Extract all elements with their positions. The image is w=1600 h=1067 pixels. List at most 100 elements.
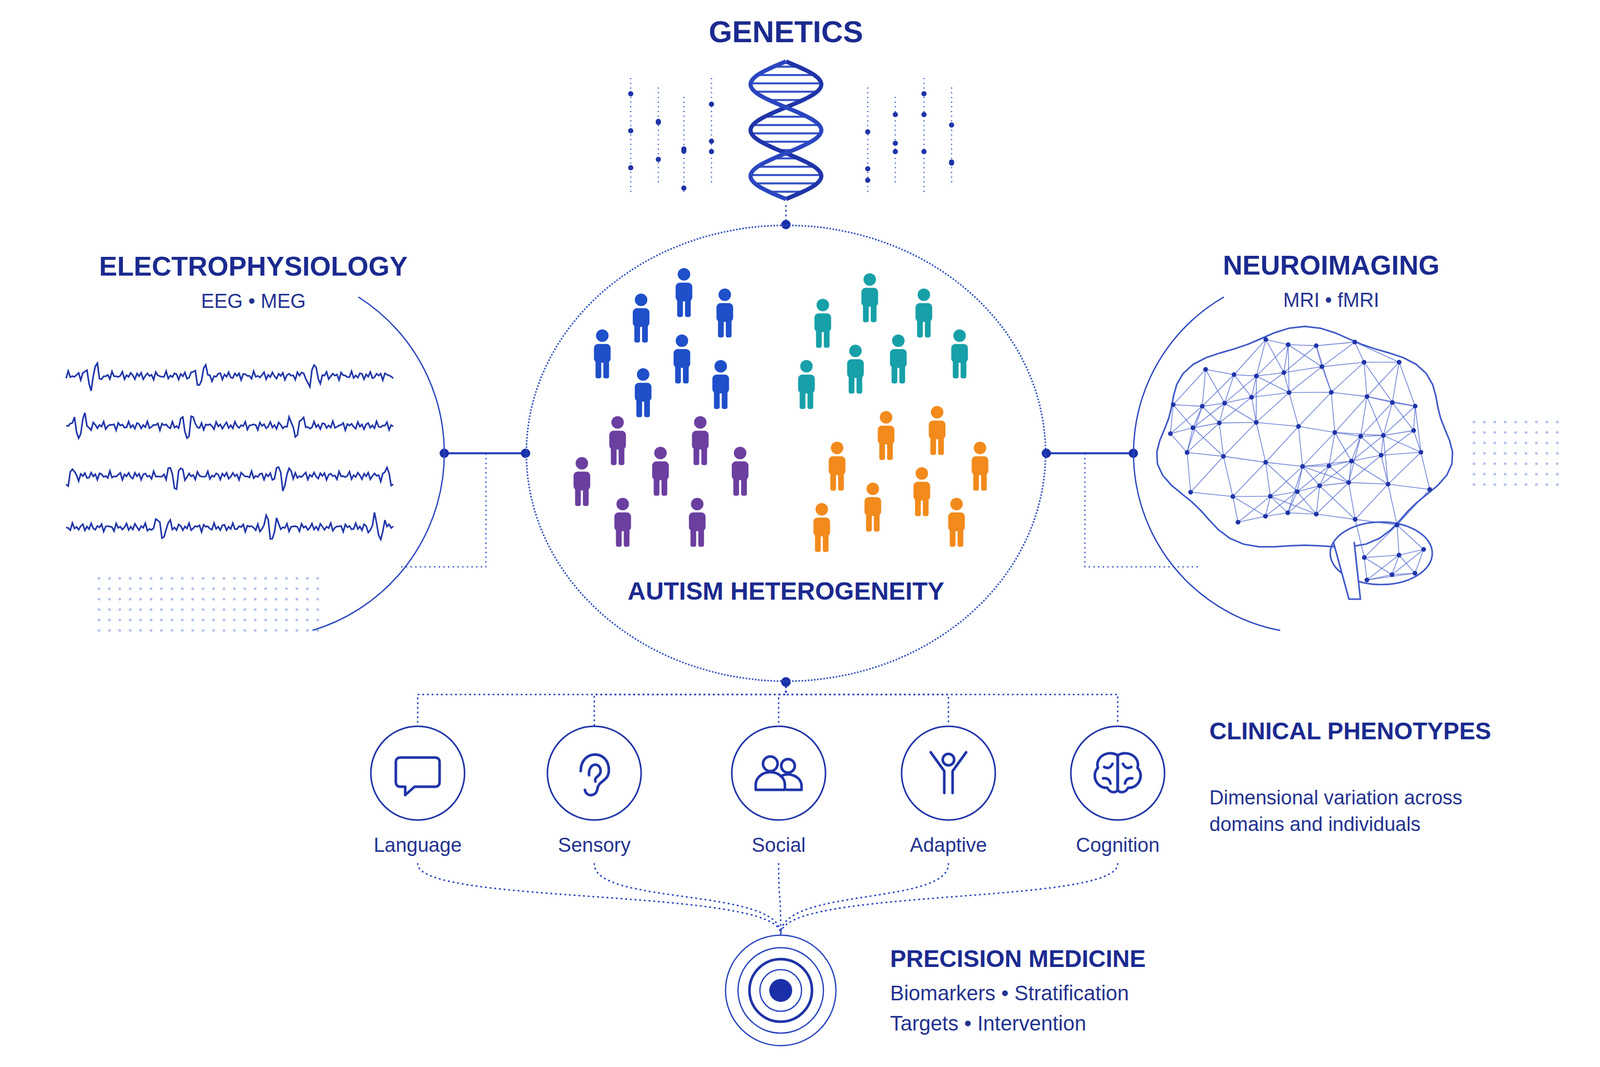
person-leg	[870, 301, 877, 322]
mesh-edge	[1316, 482, 1349, 515]
data-dot	[708, 101, 715, 107]
dna-rung	[751, 132, 821, 135]
connector	[785, 681, 949, 725]
mesh-node	[1285, 342, 1291, 347]
data-dot	[681, 146, 687, 152]
mesh-edge	[1392, 402, 1416, 407]
person-head	[879, 410, 893, 424]
mesh-node	[1200, 403, 1205, 409]
person-head	[675, 334, 689, 347]
person-leg	[693, 444, 700, 466]
mesh-edge	[1283, 372, 1290, 393]
mesh-edge	[1256, 392, 1290, 423]
node-heading: Language	[350, 725, 486, 858]
data-dot	[628, 91, 634, 97]
leader-line	[1084, 453, 1198, 567]
phenotype-icons	[395, 752, 1141, 795]
mesh-edge	[1190, 492, 1233, 497]
mesh-node	[1170, 402, 1176, 407]
person-head	[892, 334, 905, 347]
phenotype-circle: Language	[350, 725, 486, 862]
icon-circle	[547, 726, 642, 820]
icon-circle	[900, 725, 997, 821]
person-leg	[682, 362, 689, 384]
phenotype-circle: Social	[710, 725, 847, 862]
mesh-edge	[1388, 483, 1430, 490]
node-heading: Social	[710, 725, 847, 858]
mesh-edge	[1173, 369, 1206, 405]
person-leg	[856, 372, 862, 394]
mesh-node	[1427, 486, 1433, 492]
mesh-edge	[1170, 433, 1187, 453]
mesh-edge	[1355, 519, 1365, 558]
mesh-edge	[1364, 554, 1399, 558]
dna-helix	[628, 61, 955, 199]
mesh-node	[1263, 459, 1269, 465]
data-dot	[948, 159, 955, 165]
connector	[778, 863, 781, 934]
mesh-node	[1168, 431, 1173, 436]
node-subtext: EEG • MEG	[62, 282, 445, 314]
mesh-node	[1286, 390, 1292, 395]
node-heading: AUTISM HETEROGENEITY	[527, 226, 1045, 607]
mesh-node	[1411, 428, 1417, 433]
mesh-node	[1317, 483, 1322, 489]
connector	[594, 863, 781, 934]
mesh-node	[1378, 452, 1384, 458]
mesh-edge	[1302, 432, 1335, 467]
leader-line	[398, 453, 486, 567]
target-center	[769, 978, 793, 1002]
mesh-node	[1254, 373, 1259, 379]
mesh-node	[1294, 489, 1300, 494]
dna-rung	[764, 115, 808, 118]
dna-rung	[754, 182, 817, 185]
mesh-node	[1314, 511, 1319, 517]
mesh-edge	[1388, 483, 1397, 525]
person-leg	[690, 526, 697, 547]
mesh-edge	[1415, 406, 1421, 453]
mesh-edge	[1256, 422, 1266, 463]
mesh-node	[1190, 425, 1196, 431]
node-heading: Adaptive	[880, 725, 1017, 858]
dna-rung	[760, 140, 811, 143]
mesh-edge	[1381, 452, 1421, 456]
mesh-node	[1203, 367, 1208, 372]
person-leg	[815, 530, 821, 552]
person-leg	[610, 444, 617, 466]
person-leg	[726, 316, 732, 338]
phenotype-circle: Cognition	[1050, 725, 1186, 862]
target-symbol	[724, 933, 837, 1047]
mesh-edge	[1388, 452, 1421, 484]
person-leg	[823, 326, 830, 348]
target-ring	[738, 947, 824, 1033]
mesh-edge	[1321, 342, 1355, 367]
person-leg	[644, 396, 650, 418]
mesh-edge	[1270, 496, 1317, 515]
mesh-edge	[1415, 549, 1424, 574]
mesh-edge	[1170, 427, 1193, 434]
person-head	[815, 502, 829, 516]
brain-icon	[1117, 753, 1141, 793]
mesh-edge	[1348, 482, 1389, 484]
adaptive-icon	[930, 752, 967, 793]
social-icon	[781, 758, 795, 773]
mesh-node	[1319, 364, 1325, 369]
electrophysiology-panel: ELECTROPHYSIOLOGYEEG • MEG	[62, 244, 445, 641]
social-icon	[763, 756, 778, 771]
mesh-edge	[1364, 361, 1368, 397]
mesh-node	[1346, 480, 1352, 485]
mesh-node	[1235, 519, 1241, 525]
mesh-edge	[1251, 392, 1290, 398]
mesh-edge	[1396, 525, 1399, 556]
brain-icon	[1103, 763, 1133, 784]
person-head	[917, 288, 931, 302]
person-leg	[698, 526, 705, 547]
connector-dot	[781, 677, 791, 687]
icon-circle	[1069, 725, 1166, 821]
mesh-edge	[1186, 427, 1193, 453]
connector-dot	[781, 677, 791, 687]
mesh-node	[1184, 450, 1190, 455]
person-leg	[822, 530, 829, 552]
mesh-edge	[1288, 512, 1317, 515]
mesh-edge	[1265, 461, 1298, 492]
